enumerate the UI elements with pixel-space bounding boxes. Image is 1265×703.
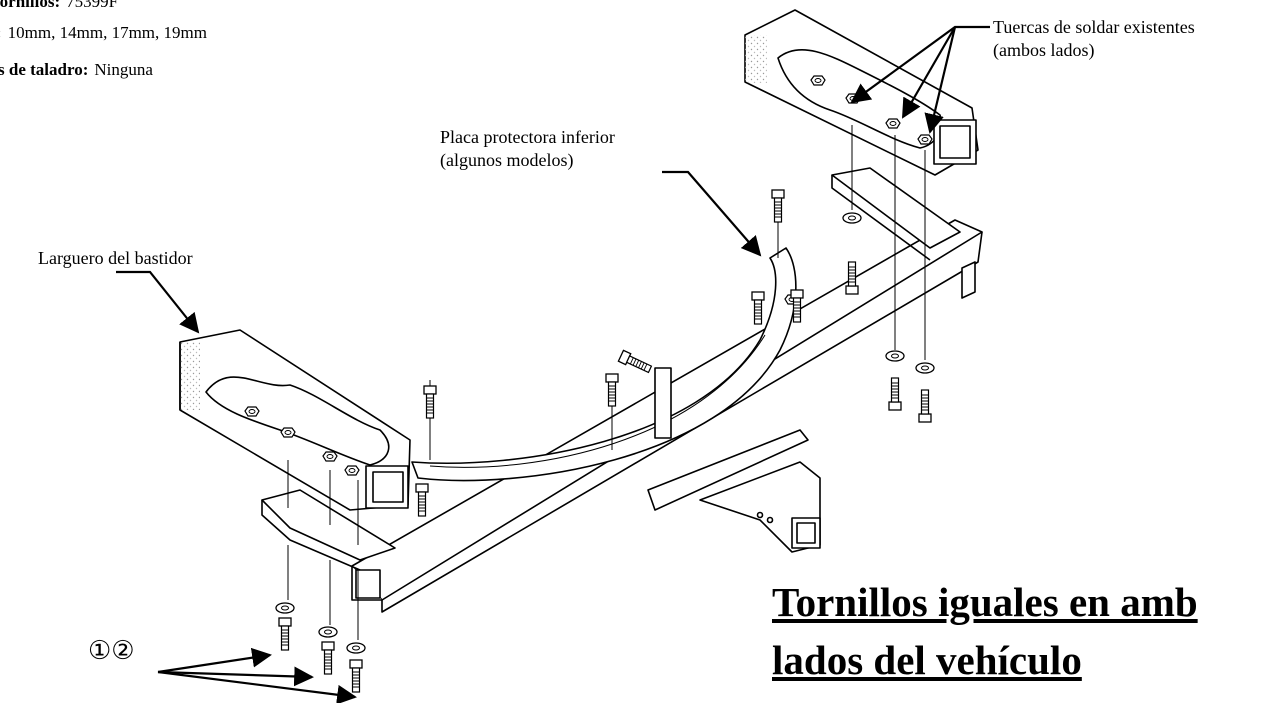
skid-plate-label: Placa protectora inferior (algunos model… xyxy=(440,126,615,172)
weld-nuts-label: Tuercas de soldar existentes (ambos lado… xyxy=(993,16,1195,62)
spec-bolts: tornillos: 75399F xyxy=(0,0,118,13)
skid-plate-label-line1: Placa protectora inferior xyxy=(440,127,615,147)
spec-bolts-key: tornillos: xyxy=(0,0,61,11)
skid-plate-label-line2: (algunos modelos) xyxy=(440,150,574,170)
spec-drill-key: s de taladro: xyxy=(0,60,89,79)
spec-bolts-value: 75399F xyxy=(66,0,119,11)
spec-drill: s de taladro: Ninguna xyxy=(0,59,153,81)
spec-wrenches-value: 10mm, 14mm, 17mm, 19mm xyxy=(7,23,207,42)
spec-wrenches-key: : xyxy=(0,23,2,42)
spec-drill-value: Ninguna xyxy=(94,60,153,79)
bolt-markers: ①② xyxy=(88,636,135,666)
headline-line2: lados del vehículo xyxy=(772,637,1082,683)
weld-nuts-label-line2: (ambos lados) xyxy=(993,40,1095,60)
weld-nuts-label-line1: Tuercas de soldar existentes xyxy=(993,17,1195,37)
headline-line1: Tornillos iguales en amb xyxy=(772,579,1198,625)
frame-rail-label: Larguero del bastidor xyxy=(38,248,193,268)
spec-wrenches: :10mm, 14mm, 17mm, 19mm xyxy=(0,22,207,44)
